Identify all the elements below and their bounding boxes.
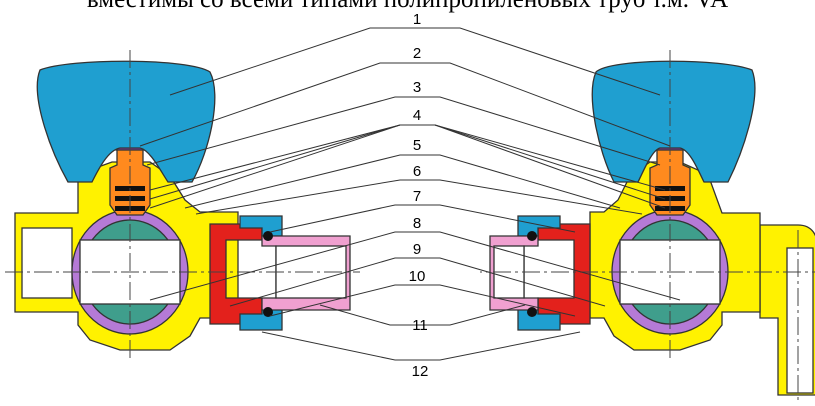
left-valve <box>5 50 360 360</box>
callout-7: 7 <box>413 188 421 205</box>
callout-11: 11 <box>412 317 428 334</box>
callout-1: 1 <box>413 11 421 28</box>
callout-10: 10 <box>409 268 426 285</box>
callout-4: 4 <box>413 107 421 124</box>
leader-lines <box>139 27 681 361</box>
callout-9: 9 <box>413 241 421 258</box>
callout-3: 3 <box>413 79 421 96</box>
right-valve <box>480 50 815 400</box>
callout-numbers: 1 2 3 4 5 6 7 8 9 10 11 12 <box>409 11 429 380</box>
right-handle <box>591 60 756 183</box>
callout-8: 8 <box>413 215 421 232</box>
callout-5: 5 <box>413 137 421 154</box>
diagram-caption: вместимы со всеми типами полипропиленовы… <box>0 0 815 14</box>
callout-6: 6 <box>413 163 421 180</box>
callout-12: 12 <box>412 363 429 380</box>
left-handle <box>36 60 216 183</box>
callout-2: 2 <box>413 45 421 62</box>
